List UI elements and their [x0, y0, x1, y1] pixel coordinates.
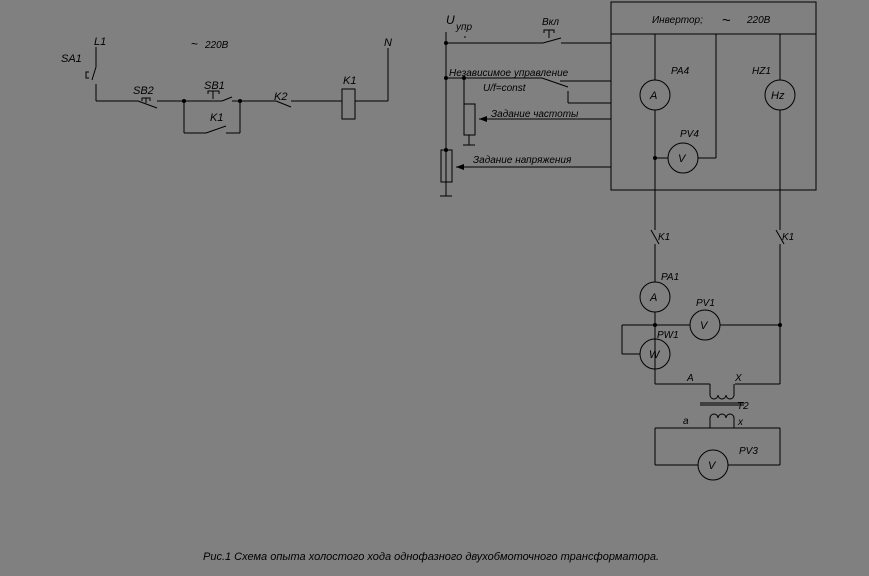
inverter-voltage: 220В — [746, 15, 771, 26]
label-on-switch: Вкл — [542, 17, 559, 28]
label-freq-setpoint: Задание частоты — [491, 109, 579, 120]
contact-k2 — [275, 100, 292, 108]
ac-tilde-icon: ~ — [722, 12, 731, 29]
label-pw1: PW1 — [657, 330, 679, 341]
label-n: N — [384, 37, 392, 49]
label-u-sub: упр — [455, 22, 473, 33]
meter-pv3-symbol: V — [708, 460, 717, 472]
label-t2: T2 — [737, 401, 749, 412]
label-pv4: PV4 — [680, 129, 699, 140]
meter-pw1-symbol: W — [649, 349, 661, 361]
meter-pa1-symbol: A — [649, 292, 657, 304]
meter-pa4-symbol: A — [649, 90, 657, 102]
inverter-title: Инвертор; — [652, 15, 703, 26]
switch-sa1-blade — [91, 66, 97, 81]
label-uf-const: U/f=const — [483, 83, 527, 94]
potentiometer-voltage — [440, 149, 453, 183]
label-sb2: SB2 — [133, 85, 154, 97]
button-sb2-contact — [137, 100, 158, 109]
meter-hz1-symbol: Hz — [771, 90, 785, 102]
label-k1-left: K1 — [658, 232, 670, 243]
label-k2: K2 — [274, 91, 287, 103]
meter-pv1-symbol: V — [700, 320, 709, 332]
switch-on-blade — [542, 37, 562, 44]
label-hz1: HZ1 — [752, 66, 771, 77]
button-sb1-contact — [221, 96, 233, 102]
label-pa4: PA4 — [671, 66, 690, 77]
switch-indep-blade — [541, 77, 569, 88]
label-term-x-upper: X — [734, 373, 742, 384]
label-sb1: SB1 — [204, 80, 225, 92]
label-pv1: PV1 — [696, 298, 715, 309]
transformer-primary-winding — [709, 394, 735, 400]
button-sb1-actuator — [207, 90, 220, 99]
switch-on-actuator — [543, 29, 555, 38]
label-independent-control: Независимое управление — [449, 68, 569, 79]
arrow-left-icon — [456, 164, 464, 170]
coil-k1 — [341, 88, 356, 120]
label-l1: L1 — [94, 36, 106, 48]
button-sb2-actuator — [141, 97, 151, 103]
label-sa1: SA1 — [61, 53, 82, 65]
control-inputs: U упр Вкл Независимое управление U/f=con… — [440, 13, 611, 197]
potentiometer-frequency — [463, 103, 476, 136]
meter-pw1 — [639, 338, 671, 370]
transformer-secondary-winding — [709, 413, 735, 419]
label-k1-right: K1 — [782, 232, 794, 243]
inverter-block: Инвертор; ~ 220В A PA4 V PV4 Hz HZ1 — [610, 1, 817, 220]
meter-pv4-symbol: V — [678, 153, 687, 165]
arrow-left-icon — [479, 116, 487, 122]
figure-caption: Рис.1 Схема опыта холостого хода однофаз… — [203, 551, 659, 563]
power-circuit: K1 K1 A PA1 V PV1 W PW1 — [621, 220, 794, 481]
label-pv3: PV3 — [739, 446, 758, 457]
label-coil-k1: K1 — [343, 75, 356, 87]
label-term-a-lower: a — [683, 416, 689, 427]
ac-tilde-icon: ~ — [191, 37, 198, 51]
contact-k1-left — [650, 229, 660, 245]
label-u: U — [446, 13, 455, 27]
label-term-a-upper: A — [686, 373, 694, 384]
inverter-box — [610, 1, 817, 191]
label-pa1: PA1 — [661, 272, 679, 283]
label-term-x-lower: x — [737, 417, 744, 428]
label-220v: 220В — [204, 40, 229, 51]
contact-k1-hold — [205, 125, 227, 134]
label-k1-hold: K1 — [210, 112, 223, 124]
contact-k1-right — [775, 229, 785, 245]
label-volt-setpoint: Задание напряжения — [473, 155, 572, 166]
switch-sa1-actuator — [85, 71, 89, 79]
left-control-circuit: L1 SA1 ~ 220В SB2 SB1 K1 K2 K1 N — [61, 36, 392, 134]
